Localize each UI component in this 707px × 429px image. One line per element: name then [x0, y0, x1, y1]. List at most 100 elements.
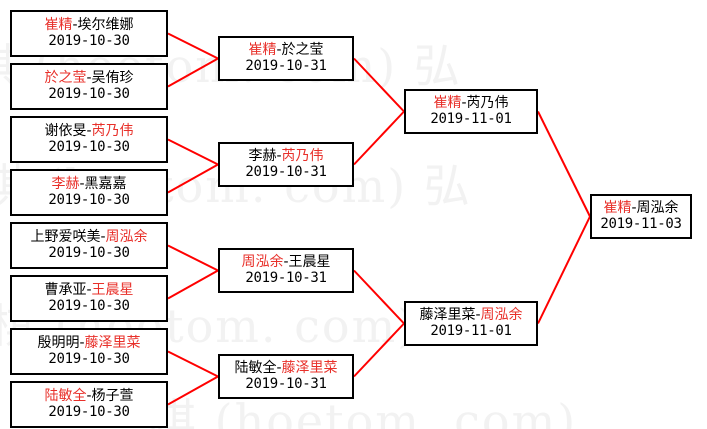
match-players: 崔精-芮乃伟: [433, 94, 508, 112]
match-players: 崔精-埃尔维娜: [44, 16, 134, 34]
player-separator: -: [72, 16, 78, 33]
winner-name: 周泓余: [105, 228, 148, 245]
bracket-connector: [167, 375, 219, 406]
match-date: 2019-10-31: [245, 57, 327, 74]
player-separator: -: [276, 41, 282, 58]
bracket-connector: [167, 57, 219, 88]
match-players: 周泓余-王晨星: [241, 253, 330, 271]
loser-name: 杨子萱: [91, 387, 134, 404]
bracket-connector: [353, 269, 405, 325]
winner-name: 周泓余: [480, 306, 523, 323]
bracket-connector: [167, 244, 219, 272]
match-players: 陆敏全-藤泽里菜: [234, 359, 338, 377]
winner-name: 芮乃伟: [281, 147, 324, 164]
loser-name: 埃尔维娜: [77, 16, 134, 33]
match-players: 李赫-黑嘉嘉: [51, 175, 127, 193]
player-separator: -: [631, 199, 637, 216]
player-separator: -: [86, 387, 92, 404]
bracket-connector: [167, 32, 219, 60]
winner-name: 崔精: [433, 94, 462, 111]
bracket-connector: [167, 138, 219, 166]
bracket-connector: [167, 269, 219, 300]
player-separator: -: [475, 306, 481, 323]
match-players: 李赫-芮乃伟: [248, 147, 324, 165]
loser-name: 谢依旻: [44, 122, 87, 139]
match-date: 2019-10-31: [245, 269, 327, 286]
match-date: 2019-11-03: [600, 215, 682, 232]
bracket-connector: [537, 216, 591, 324]
bracket-connector: [537, 111, 591, 217]
winner-name: 藤泽里菜: [84, 334, 141, 351]
winner-name: 李赫: [51, 175, 80, 192]
player-separator: -: [86, 281, 92, 298]
winner-name: 陆敏全: [44, 387, 87, 404]
winner-name: 於之莹: [44, 69, 87, 86]
loser-name: 陆敏全: [234, 359, 277, 376]
winner-name: 崔精: [603, 199, 632, 216]
player-separator: -: [276, 147, 282, 164]
winner-name: 芮乃伟: [91, 122, 134, 139]
loser-name: 藤泽里菜: [419, 306, 476, 323]
winner-name: 崔精: [44, 16, 73, 33]
player-separator: -: [276, 359, 282, 376]
match-date: 2019-11-01: [430, 322, 512, 339]
loser-name: 周泓余: [636, 199, 679, 216]
bracket-connector: [353, 57, 405, 113]
match-players: 崔精-周泓余: [603, 199, 679, 217]
match-date: 2019-10-30: [48, 244, 130, 261]
player-separator: -: [283, 253, 289, 270]
match-date: 2019-10-30: [48, 32, 130, 49]
loser-name: 曹承亚: [44, 281, 87, 298]
match-date: 2019-10-30: [48, 350, 130, 367]
winner-name: 藤泽里菜: [281, 359, 338, 376]
match-date: 2019-10-30: [48, 297, 130, 314]
bracket-connector: [167, 350, 219, 378]
player-separator: -: [86, 69, 92, 86]
loser-name: 於之莹: [281, 41, 324, 58]
bracket-connector: [167, 163, 219, 194]
match-date: 2019-10-30: [48, 403, 130, 420]
match-players: 崔精-於之莹: [248, 41, 324, 59]
match-players: 殷明明-藤泽里菜: [37, 334, 141, 352]
loser-name: 上野爱咲美: [30, 228, 101, 245]
match-date: 2019-10-30: [48, 138, 130, 155]
match-players: 上野爱咲美-周泓余: [30, 228, 148, 246]
match-players: 曹承亚-王晨星: [44, 281, 134, 299]
player-separator: -: [100, 228, 106, 245]
match-players: 谢依旻-芮乃伟: [44, 122, 134, 140]
player-separator: -: [461, 94, 467, 111]
loser-name: 黑嘉嘉: [84, 175, 127, 192]
match-players: 於之莹-吴侑珍: [44, 69, 134, 87]
player-separator: -: [79, 175, 85, 192]
match-players: 藤泽里菜-周泓余: [419, 306, 523, 324]
winner-name: 王晨星: [91, 281, 134, 298]
match-date: 2019-10-30: [48, 191, 130, 208]
match-date: 2019-10-31: [245, 375, 327, 392]
loser-name: 殷明明: [37, 334, 80, 351]
player-separator: -: [86, 122, 92, 139]
loser-name: 吴侑珍: [91, 69, 134, 86]
winner-name: 周泓余: [241, 253, 284, 270]
match-date: 2019-11-01: [430, 110, 512, 127]
match-players: 陆敏全-杨子萱: [44, 387, 134, 405]
watermark-text: 棋 (hoetom. com): [150, 394, 578, 429]
player-separator: -: [79, 334, 85, 351]
loser-name: 李赫: [248, 147, 277, 164]
match-date: 2019-10-30: [48, 85, 130, 102]
